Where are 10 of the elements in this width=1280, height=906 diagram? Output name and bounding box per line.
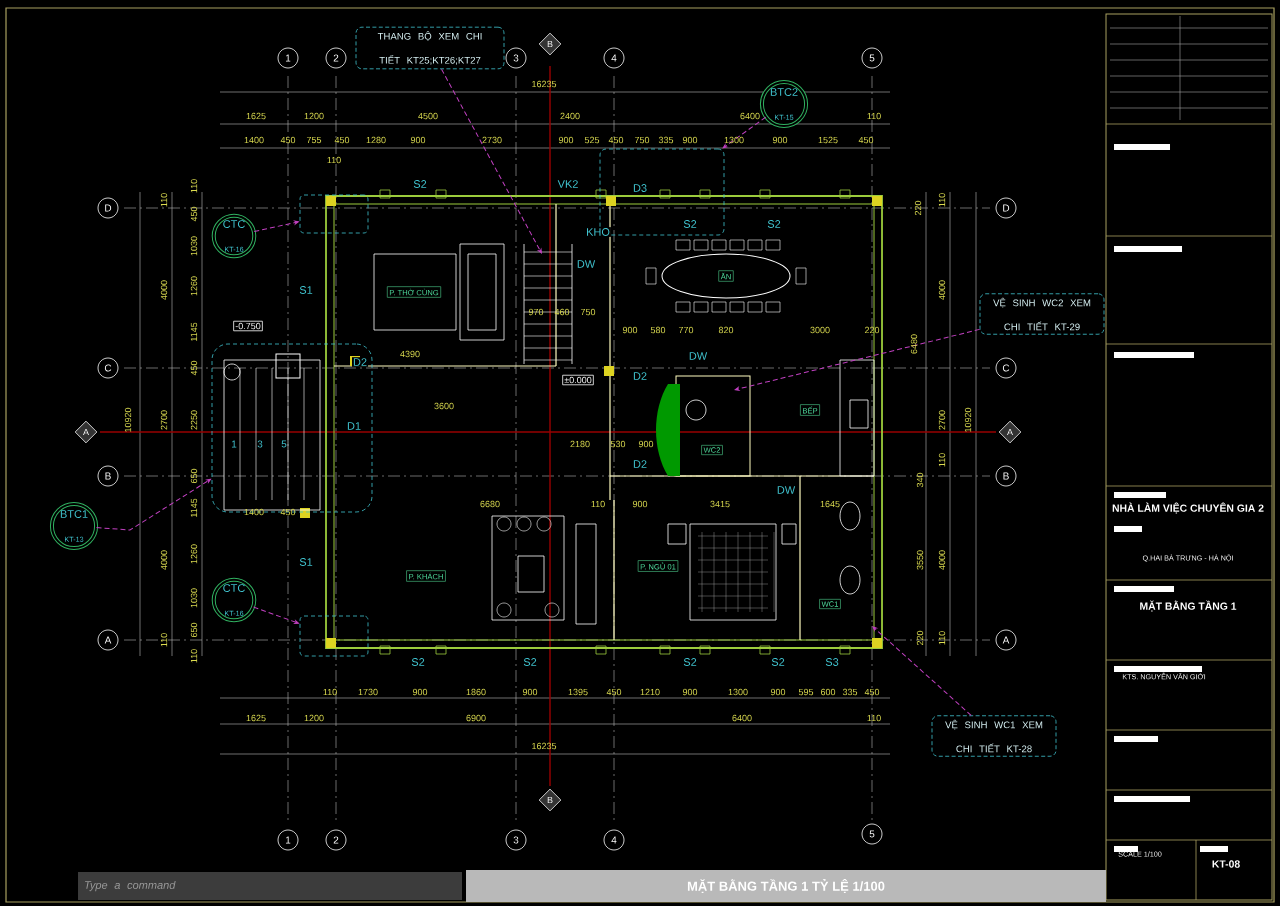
leader-line xyxy=(96,478,211,531)
leader-line xyxy=(253,220,299,233)
detail-boundary xyxy=(299,615,369,657)
detail-boundary xyxy=(211,343,373,513)
leader-line xyxy=(253,606,299,624)
detail-boundary xyxy=(299,194,369,234)
leader-line xyxy=(872,626,972,716)
leader-line xyxy=(734,328,981,391)
leader-line xyxy=(722,116,767,149)
leader-line xyxy=(441,68,542,254)
